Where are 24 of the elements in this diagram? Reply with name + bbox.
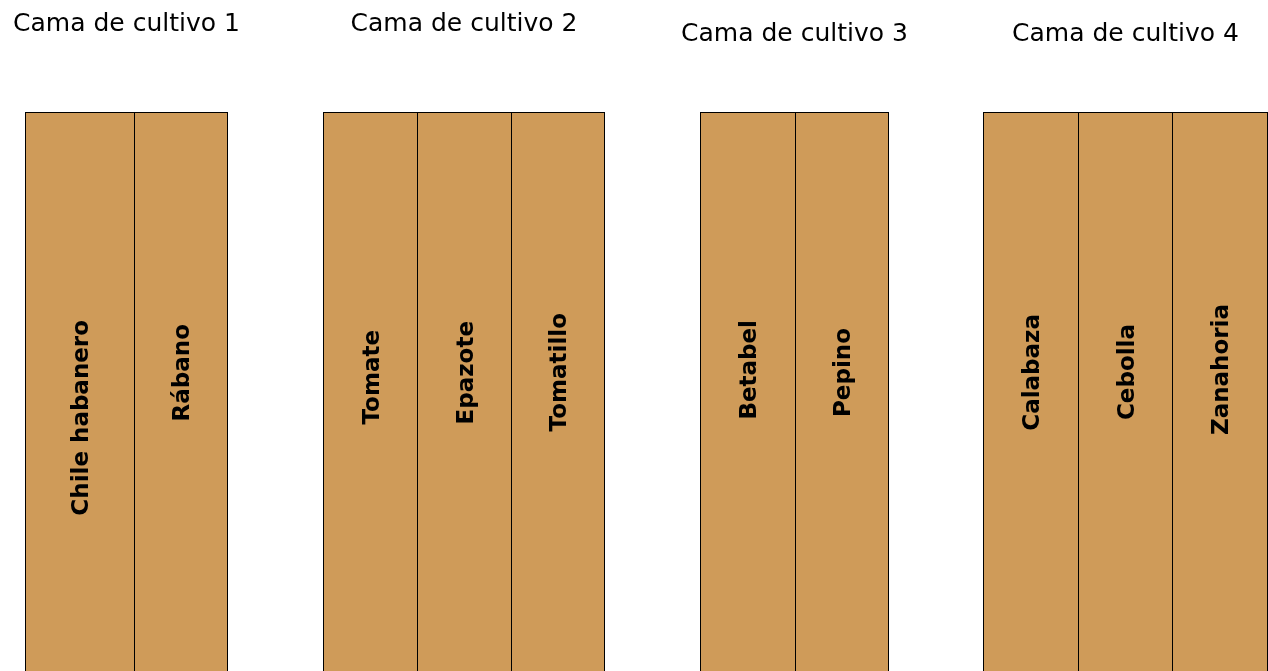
bed-title: Cama de cultivo 1 [12,7,241,39]
bed-row [1078,112,1173,671]
plant-label: Cebolla [1112,324,1139,421]
bed-row [511,112,605,671]
plant-label: Pepino [829,328,855,417]
bed-row [1172,112,1268,671]
bed-title: Cama de cultivo 4 [1011,17,1240,49]
plant-label: Tomatillo [545,313,571,432]
bed-row [323,112,418,671]
plant-label: Zanahoria [1207,304,1233,436]
plant-label: Betabel [735,320,761,420]
bed-title: Cama de cultivo 2 [349,7,579,39]
plant-label: Epazote [451,320,478,425]
bed-row [25,112,135,671]
plant-label: Tomate [357,330,384,425]
plant-label: Calabaza [1018,314,1044,431]
plant-label: Chile habanero [67,319,93,516]
bed-row [700,112,796,671]
plant-label: Rábano [168,323,194,422]
bed-row [417,112,512,671]
bed-title: Cama de cultivo 3 [680,17,909,49]
bed-row [134,112,228,671]
bed-row [983,112,1079,671]
bed-row [795,112,889,671]
